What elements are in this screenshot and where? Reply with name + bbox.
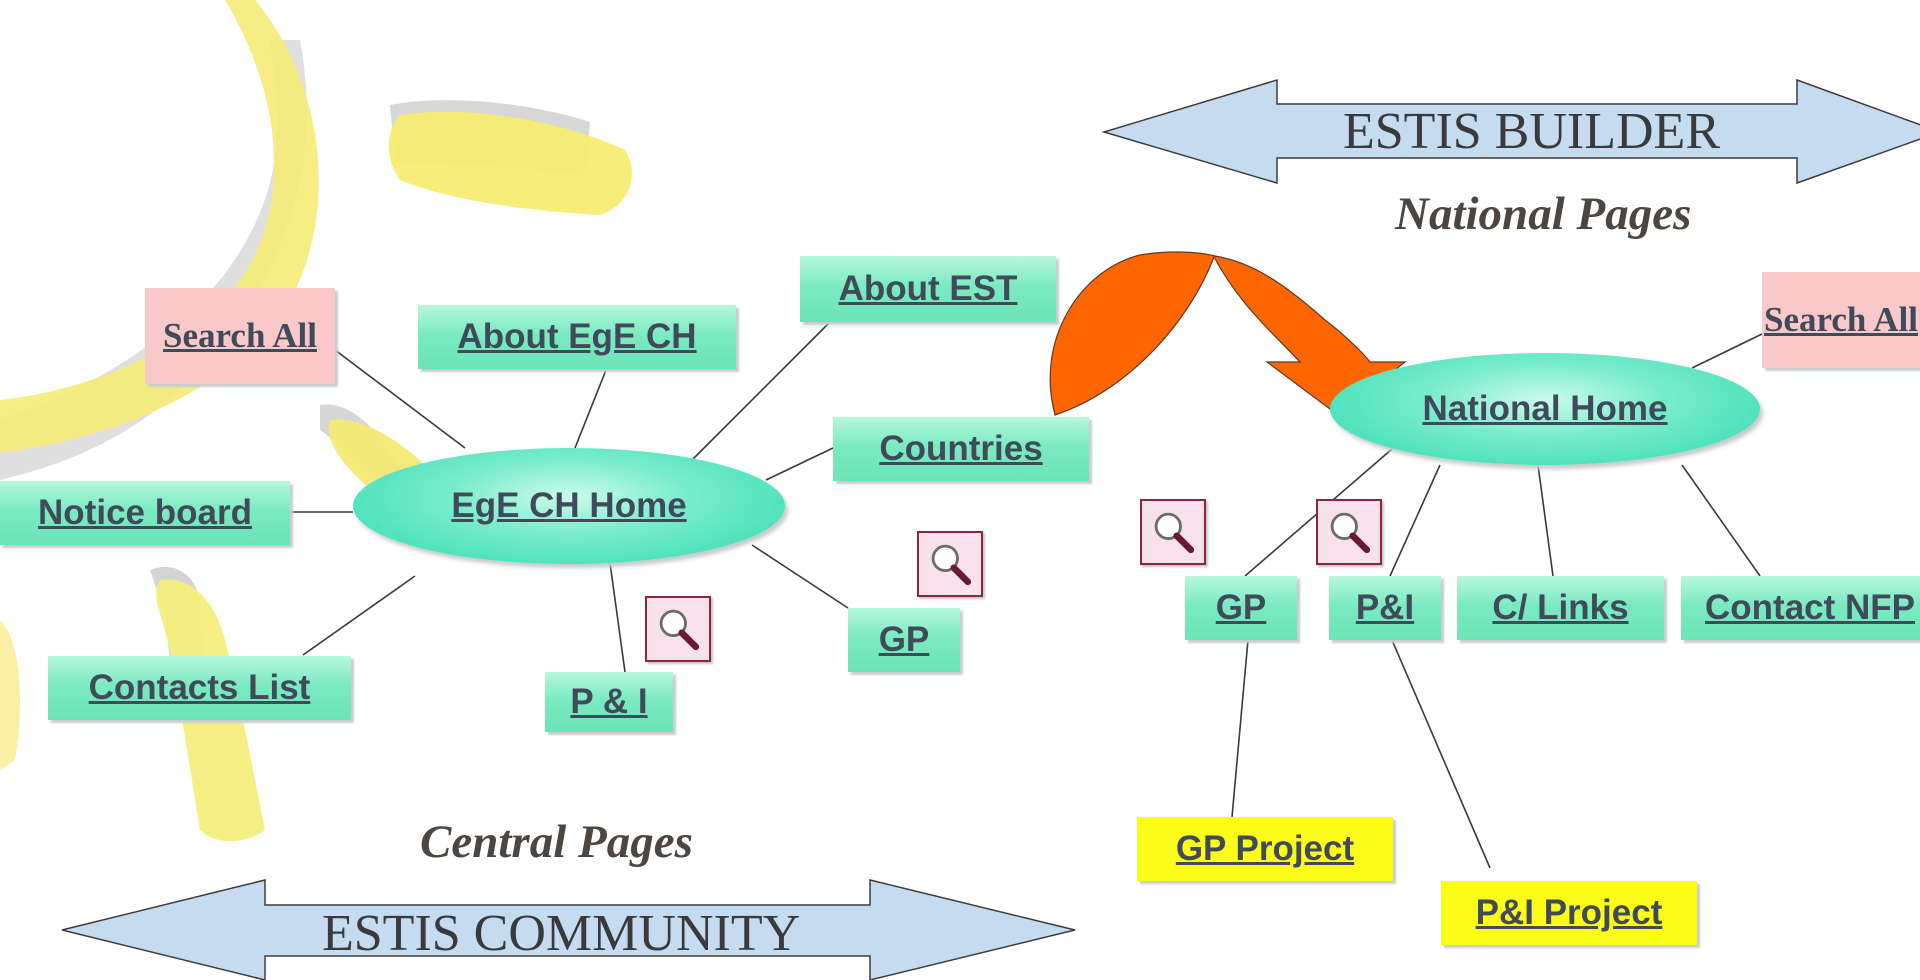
builder-banner-label: ESTIS BUILDER	[1343, 103, 1720, 160]
community-connectors	[290, 321, 849, 673]
community-search-all-button[interactable]: Search All	[145, 288, 335, 384]
builder-gp-search-icon[interactable]	[1140, 499, 1206, 565]
magnifier-icon	[1330, 512, 1371, 554]
p-and-i-project-link[interactable]: P&I Project	[1441, 881, 1697, 945]
curved-arrow-icon	[1049, 251, 1407, 416]
national-pages-caption: National Pages	[1395, 188, 1692, 240]
builder-double-arrow-icon	[1101, 78, 1920, 185]
edge-home-countries	[765, 447, 834, 481]
about-est-link[interactable]: About EST	[800, 256, 1056, 322]
gp-project-link[interactable]: GP Project	[1137, 817, 1393, 881]
edge-nat-pi	[1389, 464, 1441, 577]
national-home-link[interactable]: National Home	[1330, 353, 1760, 465]
community-pi-search-icon[interactable]	[645, 596, 711, 662]
magnifier-icon	[1154, 512, 1195, 554]
edge-nat-search	[1691, 333, 1763, 369]
edge-home-about-est	[691, 321, 831, 461]
edge-nat-clinks	[1537, 464, 1554, 577]
builder-search-all-button[interactable]: Search All	[1762, 272, 1920, 368]
decor-yellow-sliver	[0, 620, 20, 770]
community-gp-link[interactable]: GP	[848, 608, 960, 672]
community-banner-label: ESTIS COMMUNITY	[322, 905, 801, 962]
edge-home-contacts	[302, 575, 416, 656]
decor-yellow-blob-top	[388, 111, 632, 215]
edge-home-about-ege	[574, 369, 607, 449]
contacts-list-link[interactable]: Contacts List	[48, 656, 351, 720]
edge-home-pi	[609, 562, 626, 673]
c-links-link[interactable]: C/ Links	[1457, 576, 1664, 640]
edge-home-gp	[751, 544, 849, 609]
community-double-arrow-icon	[61, 879, 1076, 980]
community-p-and-i-link[interactable]: P & I	[545, 672, 673, 732]
notice-board-link[interactable]: Notice board	[0, 481, 290, 545]
central-pages-caption: Central Pages	[420, 816, 693, 868]
edge-home-search	[334, 349, 466, 449]
edge-gp-project	[1231, 639, 1249, 818]
ege-ch-home-link[interactable]: EgE CH Home	[353, 448, 785, 564]
countries-link[interactable]: Countries	[833, 417, 1089, 481]
builder-pi-search-icon[interactable]	[1316, 499, 1382, 565]
contact-nfp-link[interactable]: Contact NFP	[1681, 576, 1920, 640]
magnifier-icon	[659, 609, 700, 651]
builder-p-and-i-link[interactable]: P&I	[1329, 576, 1441, 640]
edge-nat-contact	[1681, 464, 1761, 577]
community-gp-search-icon[interactable]	[917, 531, 983, 597]
builder-gp-link[interactable]: GP	[1185, 576, 1297, 640]
edge-pi-project	[1391, 639, 1491, 869]
magnifier-icon	[931, 544, 972, 586]
about-ege-ch-link[interactable]: About EgE CH	[418, 305, 736, 369]
